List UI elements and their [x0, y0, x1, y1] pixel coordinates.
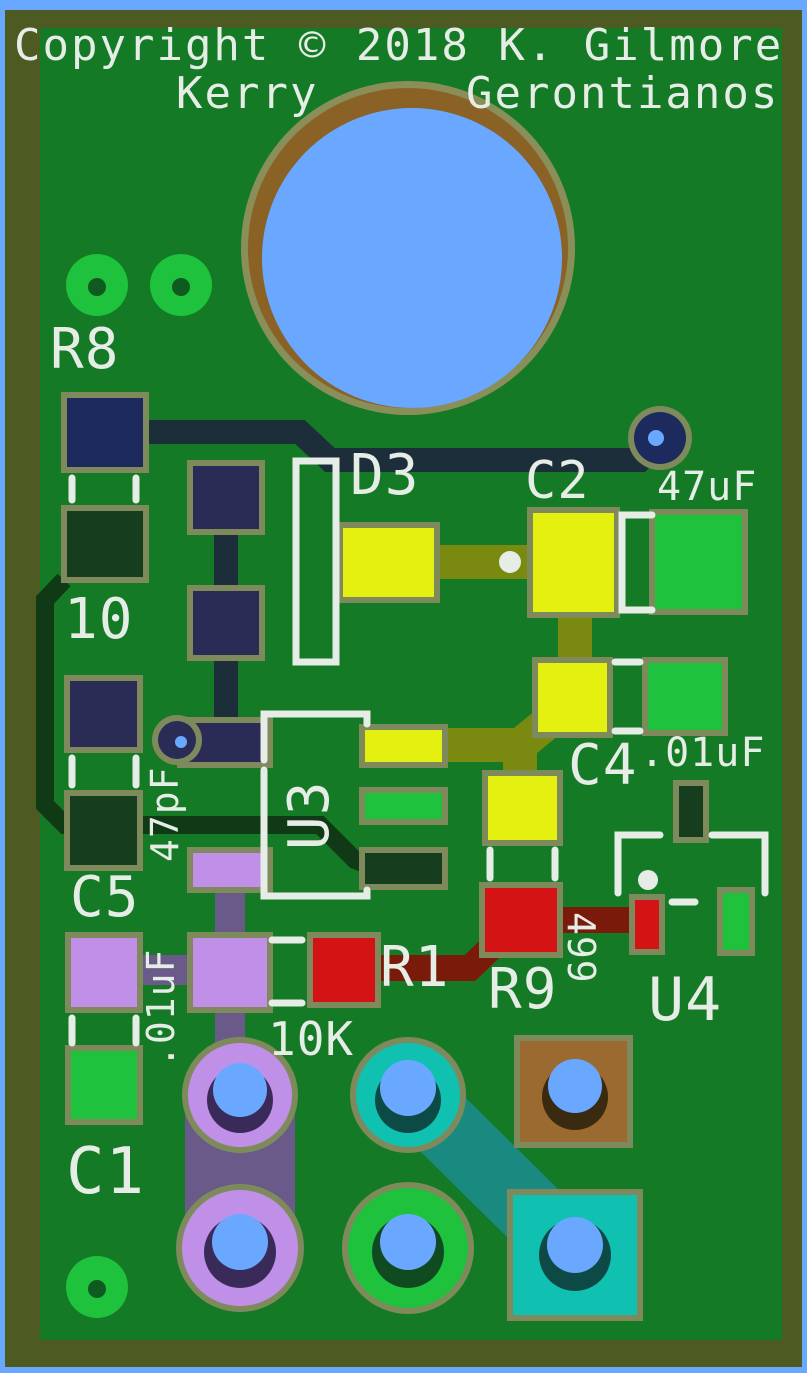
pad-u4-3	[673, 780, 709, 843]
via-navy-left	[152, 715, 202, 765]
silk-u4-pin1-dot	[638, 870, 658, 890]
label-r9-value: 499	[559, 912, 603, 984]
via-top-left-1	[66, 254, 128, 316]
pad-c5-1	[64, 675, 143, 753]
pad-r1-1	[187, 932, 273, 1013]
label-u3: U3	[277, 780, 342, 850]
label-c2-value: 47uF	[657, 464, 758, 510]
pad-c2-1	[527, 507, 620, 618]
label-c4-value: .01uF	[640, 730, 766, 776]
via-navy-right	[628, 406, 692, 470]
label-r1: R1	[380, 935, 450, 1000]
label-c2: C2	[525, 451, 590, 511]
silk-u3-outline-top	[260, 710, 371, 764]
label-d3: D3	[350, 443, 420, 508]
pad-r9-2	[479, 882, 563, 958]
pad-u4-1	[629, 894, 665, 955]
pad-c5-2	[64, 790, 143, 871]
label-c4: C4	[568, 733, 638, 798]
pad-u3-2	[359, 787, 448, 825]
tht-pad-lavender-1	[182, 1037, 298, 1153]
via-bottom-left	[66, 1256, 128, 1318]
copyright-line: Copyright © 2018 K. Gilmore	[14, 20, 784, 71]
pad-r9-1	[482, 770, 563, 846]
pad-u4-2	[717, 887, 755, 956]
label-c1-value: .01uF	[139, 948, 183, 1068]
pad-u3-3	[359, 847, 448, 890]
tht-pad-brown-square	[514, 1035, 633, 1148]
label-r8: R8	[50, 317, 120, 382]
copyright-first-name: Kerry	[176, 68, 319, 119]
pad-r8-1	[61, 392, 149, 473]
label-r9: R9	[488, 957, 558, 1022]
pad-r1-2	[307, 932, 381, 1008]
pad-u3-4	[187, 847, 273, 893]
tht-pad-green	[342, 1182, 474, 1314]
silk-u3-outline-bottom	[260, 766, 371, 900]
via-top-left-2	[150, 254, 212, 316]
pad-d3-1	[187, 460, 265, 535]
label-r1-value: 10K	[268, 1012, 355, 1066]
silk-c2-outline	[618, 511, 656, 614]
tht-pad-teal	[350, 1037, 466, 1153]
pad-c1-1	[65, 932, 143, 1013]
tht-pad-lavender-2	[176, 1184, 304, 1312]
pad-d3-2	[187, 585, 265, 661]
label-u4: U4	[648, 965, 723, 1035]
silk-u4-outline-right	[708, 831, 769, 897]
silk-u4-outline-left	[614, 831, 664, 897]
pad-c2-2	[649, 509, 748, 615]
label-r8-value: 10	[64, 587, 134, 652]
label-c5-value: 47pF	[143, 766, 187, 862]
label-c5: C5	[70, 865, 140, 930]
pad-c1-2	[65, 1045, 143, 1125]
pad-r8-2	[61, 505, 149, 583]
pad-c4-2	[642, 657, 728, 736]
pad-u3-1	[359, 724, 448, 768]
label-c1: C1	[66, 1135, 146, 1209]
pad-d3-yellow	[337, 522, 440, 603]
mounting-hole	[262, 108, 562, 408]
tht-pad-teal-square	[507, 1189, 643, 1321]
copyright-last-name: Gerontianos	[466, 68, 780, 119]
silk-d3-outline	[292, 457, 340, 666]
silk-c2-pin1-dot	[499, 551, 521, 573]
pad-c4-1	[532, 657, 613, 738]
